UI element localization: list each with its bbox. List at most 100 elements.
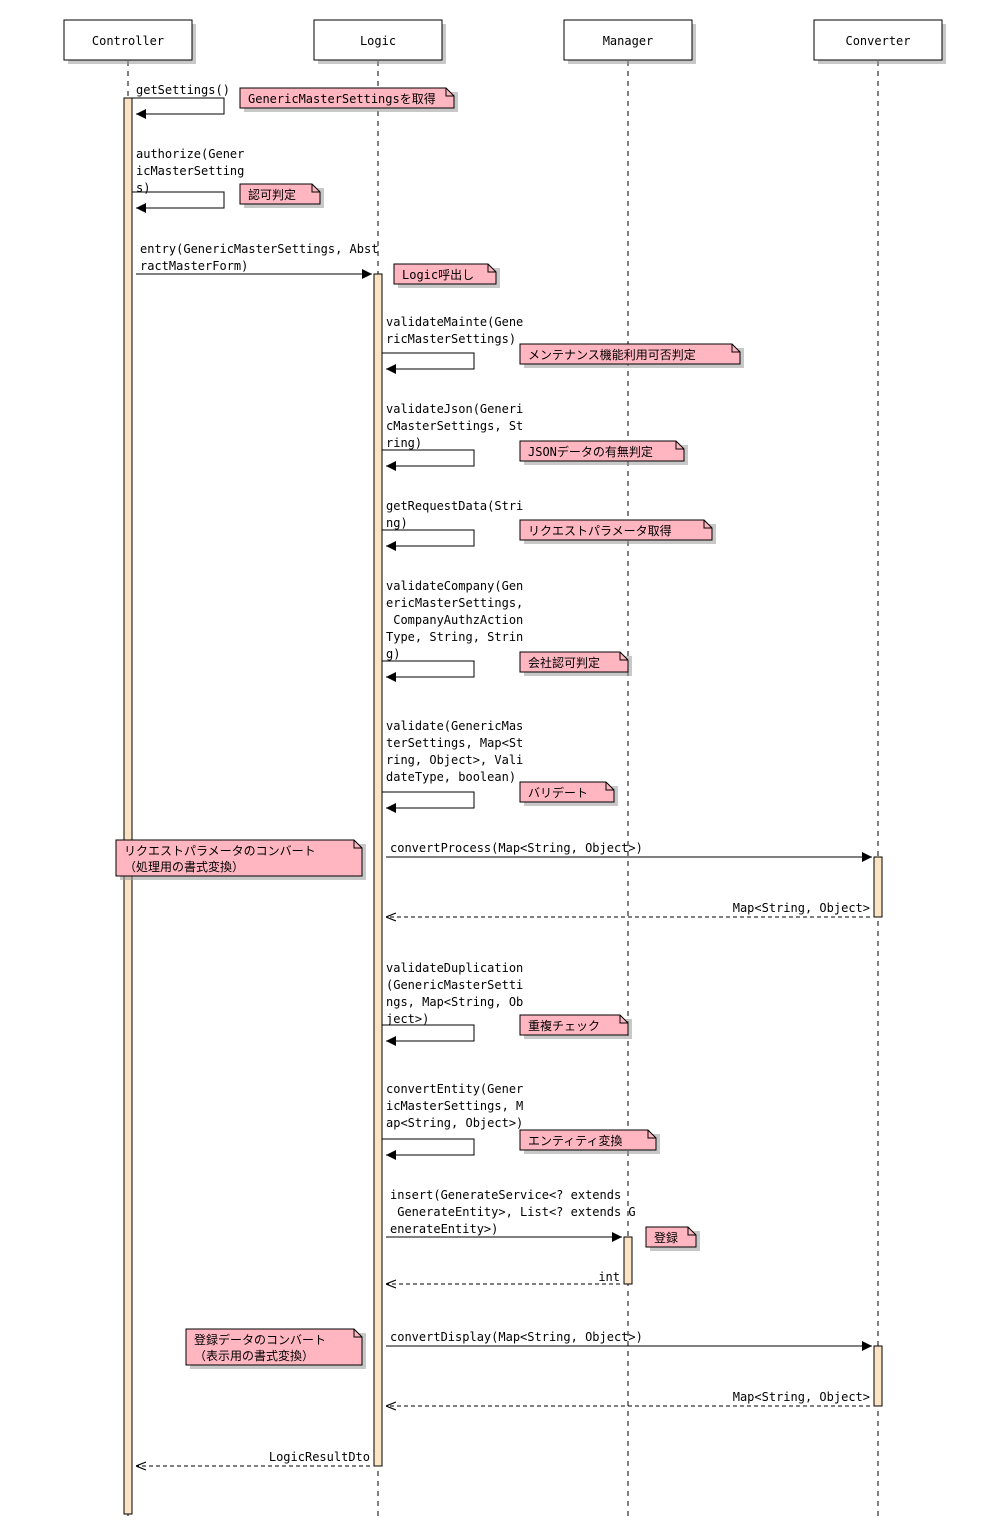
note: 登録データのコンバート（表示用の書式変換） xyxy=(185,1328,366,1369)
participant-label: Converter xyxy=(845,34,910,48)
message: insert(GenerateService<? extends Generat… xyxy=(386,1188,636,1242)
note: 会社認可判定 xyxy=(519,651,632,676)
note-text: メンテナンス機能利用可否判定 xyxy=(528,347,696,362)
note-body xyxy=(519,1014,629,1036)
self-message-arrow xyxy=(382,660,475,682)
note-body xyxy=(393,263,497,285)
participant-label: Logic xyxy=(360,34,396,48)
participant-label: Controller xyxy=(92,34,164,48)
note-corner xyxy=(487,264,496,273)
self-message-arrow xyxy=(132,191,225,213)
note: リクエストパラメータのコンバート（処理用の書式変換） xyxy=(115,839,366,880)
note-text: 重複チェック xyxy=(528,1018,600,1033)
note: 登録 xyxy=(645,1226,700,1251)
participant-controller: Controller xyxy=(63,19,196,64)
note-text: 会社認可判定 xyxy=(528,655,600,670)
message: int xyxy=(386,1270,620,1284)
participant-manager: Manager xyxy=(563,19,696,64)
note-text: 登録データのコンバート（表示用の書式変換） xyxy=(194,1332,326,1363)
note-text: リクエストパラメータのコンバート（処理用の書式変換） xyxy=(124,844,316,874)
activations xyxy=(123,97,883,1515)
self-message-arrow xyxy=(382,449,475,471)
note-corner xyxy=(605,782,614,791)
note-corner xyxy=(647,1130,656,1139)
participant-converter: Converter xyxy=(813,19,946,64)
note-text: Logic呼出し xyxy=(402,268,474,282)
note-corner xyxy=(353,840,362,849)
note-corner xyxy=(703,520,712,529)
activation-converter-2 xyxy=(873,1345,883,1407)
note-body xyxy=(519,651,629,673)
note: バリデート xyxy=(519,781,618,806)
note-body xyxy=(645,1226,697,1248)
note-body xyxy=(239,87,455,109)
activation-logic xyxy=(373,273,383,1467)
note-text: 登録 xyxy=(654,1230,678,1245)
lifelines xyxy=(127,61,879,1520)
self-message-arrow xyxy=(382,791,475,813)
activation-controller xyxy=(123,97,133,1515)
note-text: JSONデータの有無判定 xyxy=(528,444,653,459)
note-corner xyxy=(675,441,684,450)
note-body xyxy=(519,343,741,365)
participant-logic: Logic xyxy=(313,19,446,64)
note-text: GenericMasterSettingsを取得 xyxy=(248,91,436,106)
note: 認可判定 xyxy=(239,183,324,208)
note-corner xyxy=(731,344,740,353)
self-message-arrow xyxy=(382,1024,475,1046)
message-label: convertDisplay(Map<String, Object>) xyxy=(390,1330,643,1344)
note-body xyxy=(519,1129,657,1151)
note-body xyxy=(519,440,685,462)
self-message-arrow xyxy=(382,1138,475,1160)
note-text: バリデート xyxy=(528,785,588,800)
message: LogicResultDto xyxy=(136,1450,370,1466)
self-message-arrow xyxy=(382,352,475,374)
message: convertDisplay(Map<String, Object>) xyxy=(386,1330,872,1351)
activation-manager xyxy=(623,1236,633,1285)
note: GenericMasterSettingsを取得 xyxy=(239,87,458,112)
note: Logic呼出し xyxy=(393,263,500,288)
message-label: LogicResultDto xyxy=(269,1450,370,1464)
message: convertProcess(Map<String, Object>) xyxy=(386,841,872,862)
message: Map<String, Object> xyxy=(386,901,870,917)
note-body xyxy=(239,183,321,205)
message-label: Map<String, Object> xyxy=(733,901,870,915)
note-body xyxy=(519,781,615,803)
activation-converter-1 xyxy=(873,856,883,918)
note: メンテナンス機能利用可否判定 xyxy=(519,343,744,368)
self-message-arrow xyxy=(382,529,475,551)
note: リクエストパラメータ取得 xyxy=(519,519,716,544)
note-body xyxy=(185,1328,363,1366)
message-label: getSettings() xyxy=(136,83,230,97)
note-text: リクエストパラメータ取得 xyxy=(528,523,672,538)
note-corner xyxy=(687,1227,696,1236)
note-body xyxy=(115,839,363,877)
message-label: Map<String, Object> xyxy=(733,1390,870,1404)
note: JSONデータの有無判定 xyxy=(519,440,688,465)
message-label: insert(GenerateService<? extends Generat… xyxy=(390,1188,636,1236)
note: エンティティ変換 xyxy=(519,1129,660,1154)
note-text: エンティティ変換 xyxy=(528,1133,623,1148)
note-corner xyxy=(619,652,628,661)
message: Map<String, Object> xyxy=(386,1390,870,1406)
